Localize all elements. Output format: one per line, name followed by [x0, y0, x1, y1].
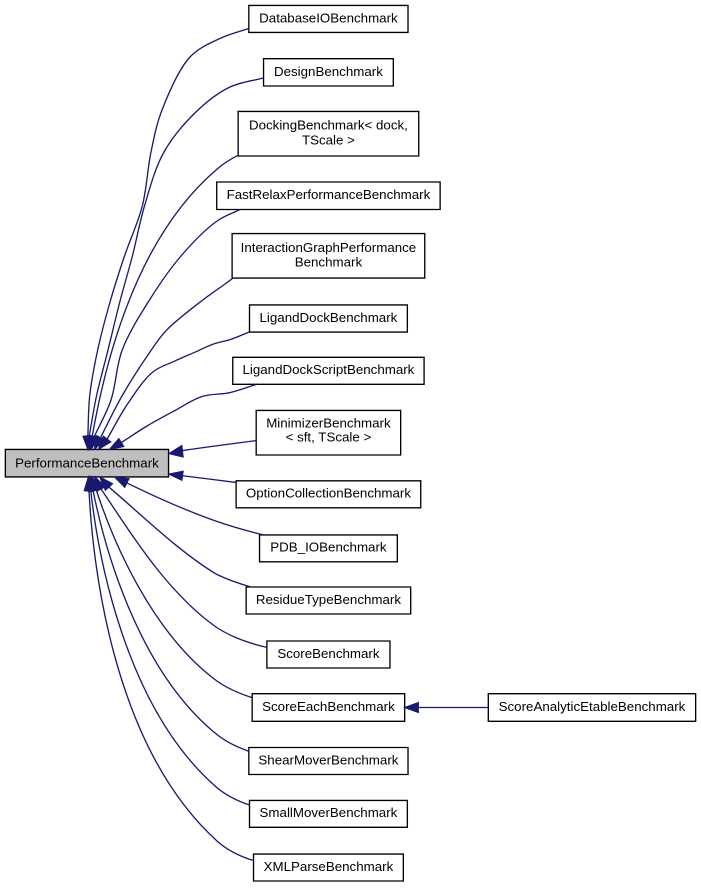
svg-text:TScale >: TScale >: [302, 133, 355, 148]
svg-text:ScoreBenchmark: ScoreBenchmark: [277, 646, 380, 661]
svg-text:LigandDockBenchmark: LigandDockBenchmark: [260, 310, 398, 325]
svg-text:ResidueTypeBenchmark: ResidueTypeBenchmark: [256, 592, 402, 607]
svg-text:PerformanceBenchmark: PerformanceBenchmark: [15, 456, 159, 471]
svg-text:PDB_IOBenchmark: PDB_IOBenchmark: [270, 540, 387, 555]
svg-text:DesignBenchmark: DesignBenchmark: [274, 64, 383, 79]
svg-text:XMLParseBenchmark: XMLParseBenchmark: [264, 859, 394, 874]
svg-text:DockingBenchmark< dock,: DockingBenchmark< dock,: [249, 118, 408, 133]
svg-text:DatabaseIOBenchmark: DatabaseIOBenchmark: [259, 10, 398, 25]
svg-text:FastRelaxPerformanceBenchmark: FastRelaxPerformanceBenchmark: [227, 187, 431, 202]
svg-text:MinimizerBenchmark: MinimizerBenchmark: [266, 416, 391, 431]
svg-text:OptionCollectionBenchmark: OptionCollectionBenchmark: [246, 486, 412, 501]
svg-text:InteractionGraphPerformance: InteractionGraphPerformance: [241, 240, 417, 255]
svg-text:LigandDockScriptBenchmark: LigandDockScriptBenchmark: [242, 362, 414, 377]
svg-text:Benchmark: Benchmark: [295, 255, 363, 270]
svg-text:ScoreAnalyticEtableBenchmark: ScoreAnalyticEtableBenchmark: [499, 699, 686, 714]
svg-text:ShearMoverBenchmark: ShearMoverBenchmark: [258, 752, 398, 767]
svg-text:< sft, TScale >: < sft, TScale >: [286, 430, 372, 445]
svg-text:SmallMoverBenchmark: SmallMoverBenchmark: [260, 805, 398, 820]
svg-text:ScoreEachBenchmark: ScoreEachBenchmark: [262, 699, 395, 714]
